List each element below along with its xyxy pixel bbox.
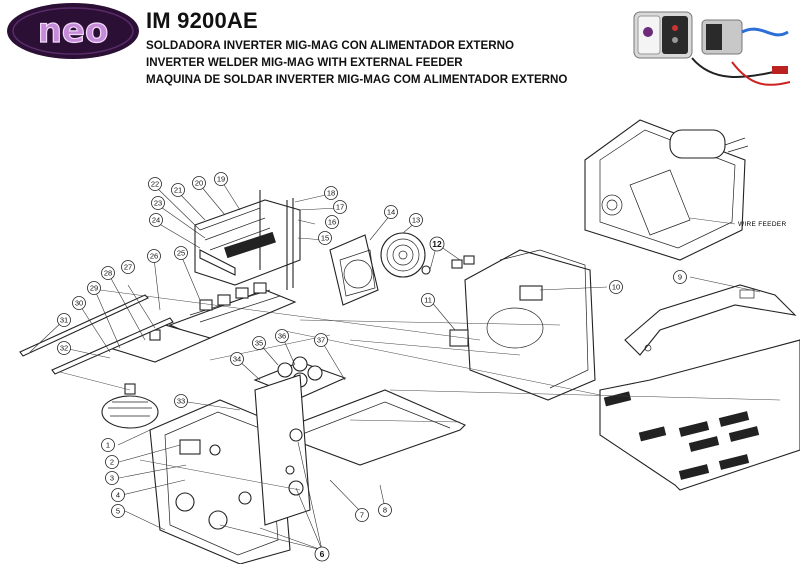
title-en: INVERTER WELDER MIG-MAG WITH EXTERNAL FE… [146, 56, 463, 69]
callout-9: 9 [673, 270, 687, 284]
svg-text:29: 29 [90, 284, 98, 293]
callout-20: 20 [192, 176, 206, 190]
callout-5: 5 [111, 504, 125, 518]
svg-text:18: 18 [327, 189, 335, 198]
svg-text:15: 15 [321, 234, 329, 243]
callout-13: 13 [409, 213, 423, 227]
svg-text:33: 33 [177, 397, 185, 406]
svg-text:1: 1 [106, 441, 110, 450]
callout-31: 31 [57, 313, 71, 327]
side-cover [599, 339, 800, 491]
title-pt: MAQUINA DE SOLDAR INVERTER MIG-MAG COM A… [146, 73, 568, 86]
callout-16: 16 [325, 215, 339, 229]
product-photo [633, 11, 791, 86]
svg-text:31: 31 [60, 316, 68, 325]
svg-text:9: 9 [678, 273, 682, 282]
callout-24: 24 [149, 213, 163, 227]
callout-21: 21 [171, 183, 185, 197]
callout-6: 6 [314, 546, 330, 562]
leader-lines [29, 179, 761, 551]
callout-4: 4 [111, 488, 125, 502]
svg-text:8: 8 [383, 506, 387, 515]
svg-text:21: 21 [174, 186, 182, 195]
callout-17: 17 [333, 200, 347, 214]
callout-35: 35 [252, 336, 266, 350]
svg-text:14: 14 [387, 208, 395, 217]
callout-12: 12 [429, 236, 445, 252]
callout-26: 26 [147, 249, 161, 263]
callout-3: 3 [105, 471, 119, 485]
callout-30: 30 [72, 296, 86, 310]
svg-text:10: 10 [612, 283, 620, 292]
callout-10: 10 [609, 280, 623, 294]
svg-text:27: 27 [124, 263, 132, 272]
neo-logo: neo [7, 3, 139, 59]
svg-text:30: 30 [75, 299, 83, 308]
callout-18: 18 [324, 186, 338, 200]
control-board-assembly [194, 190, 301, 290]
rear-panel [421, 249, 596, 401]
callout-33: 33 [174, 394, 188, 408]
callout-32: 32 [57, 341, 71, 355]
svg-text:3: 3 [110, 474, 114, 483]
svg-text:16: 16 [328, 218, 336, 227]
top-cover [624, 284, 797, 356]
callout-34: 34 [230, 352, 244, 366]
callout-27: 27 [121, 260, 135, 274]
title-block: IM 9200AE SOLDADORA INVERTER MIG-MAG CON… [146, 8, 636, 88]
svg-text:7: 7 [360, 511, 364, 520]
callout-8: 8 [378, 503, 392, 517]
callout-19: 19 [214, 172, 228, 186]
svg-text:6: 6 [320, 549, 325, 559]
svg-text:26: 26 [150, 252, 158, 261]
svg-text:28: 28 [104, 269, 112, 278]
svg-text:11: 11 [424, 296, 432, 305]
svg-text:37: 37 [317, 336, 325, 345]
svg-text:25: 25 [177, 249, 185, 258]
exploded-diagram: WIRE FEEDER [19, 119, 800, 564]
svg-text:13: 13 [412, 216, 420, 225]
svg-text:17: 17 [336, 203, 344, 212]
choke-coil [101, 383, 159, 429]
svg-text:34: 34 [233, 355, 241, 364]
callouts: 1 2 3 4 5 6 7 8 9 10 11 12 13 14 15 16 1… [57, 172, 687, 562]
model-title: IM 9200AE [146, 8, 258, 33]
svg-text:35: 35 [255, 339, 263, 348]
callout-22: 22 [148, 177, 162, 191]
svg-text:5: 5 [116, 507, 120, 516]
callout-37: 37 [314, 333, 328, 347]
callout-2: 2 [105, 455, 119, 469]
svg-text:24: 24 [152, 216, 160, 225]
svg-text:12: 12 [432, 239, 442, 249]
svg-text:19: 19 [217, 175, 225, 184]
svg-text:32: 32 [60, 344, 68, 353]
callout-23: 23 [151, 196, 165, 210]
wire-feeder: WIRE FEEDER [584, 119, 786, 261]
svg-text:2: 2 [110, 458, 114, 467]
callout-1: 1 [101, 438, 115, 452]
callout-28: 28 [101, 266, 115, 280]
callout-11: 11 [421, 293, 435, 307]
feeder-label: WIRE FEEDER [738, 221, 786, 228]
svg-text:23: 23 [154, 199, 162, 208]
callout-7: 7 [355, 508, 369, 522]
logo-text: neo [38, 11, 109, 51]
svg-text:22: 22 [151, 180, 159, 189]
callout-36: 36 [275, 329, 289, 343]
svg-text:4: 4 [116, 491, 120, 500]
svg-text:36: 36 [278, 332, 286, 341]
callout-25: 25 [174, 246, 188, 260]
callout-15: 15 [318, 231, 332, 245]
cooling-fan [329, 232, 426, 306]
callout-14: 14 [384, 205, 398, 219]
callout-29: 29 [87, 281, 101, 295]
assembly-guides [59, 289, 781, 491]
title-es: SOLDADORA INVERTER MIG-MAG CON ALIMENTAD… [146, 39, 514, 52]
svg-text:20: 20 [195, 179, 203, 188]
base-plate [279, 389, 466, 466]
input-board [19, 294, 212, 375]
front-panel [149, 374, 311, 564]
